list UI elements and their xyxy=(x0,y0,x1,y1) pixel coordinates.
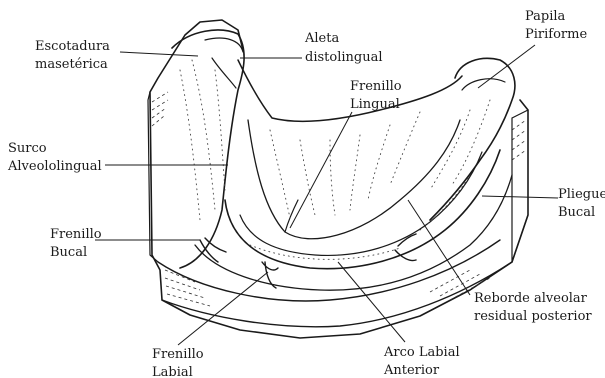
left-ridge-inner xyxy=(205,38,243,88)
buccal-vestibule xyxy=(195,175,512,290)
label-frenillo-labial: Frenillo Labial xyxy=(152,347,208,378)
label-reborde-alveolar: Reborde alveolar residual posterior xyxy=(474,291,592,324)
leader-frenillo-lingual xyxy=(290,112,352,228)
label-aleta-distolingual: Aleta distolingual xyxy=(304,31,383,65)
ridge-crest xyxy=(225,150,500,269)
front-base-lower xyxy=(162,262,512,327)
base-hatching xyxy=(152,92,526,306)
leader-escotadura xyxy=(120,52,198,56)
label-frenillo-lingual: Frenillo Lingual xyxy=(350,79,406,112)
label-arco-labial-anterior: Arco Labial Anterior xyxy=(383,345,464,378)
right-side-face xyxy=(512,110,528,262)
label-escotadura-masetérica: Escotadura masetérica xyxy=(35,39,114,72)
leader-pliegue xyxy=(482,196,558,198)
mandible-drawing xyxy=(148,20,528,338)
front-base-band xyxy=(158,240,500,301)
label-frenillo-bucal: Frenillo Bucal xyxy=(50,227,106,260)
label-pliegue-bucal: Pliegue Bucal xyxy=(558,187,605,220)
label-surco-alveololingual: Surco Alveololingual xyxy=(7,141,102,174)
leader-frenillo-labial xyxy=(178,272,268,345)
leader-papila xyxy=(478,45,535,88)
label-papila-piriforme: Papila Piriforme xyxy=(525,9,587,42)
labels: Escotadura masetérica Aleta distolingual… xyxy=(7,9,605,378)
